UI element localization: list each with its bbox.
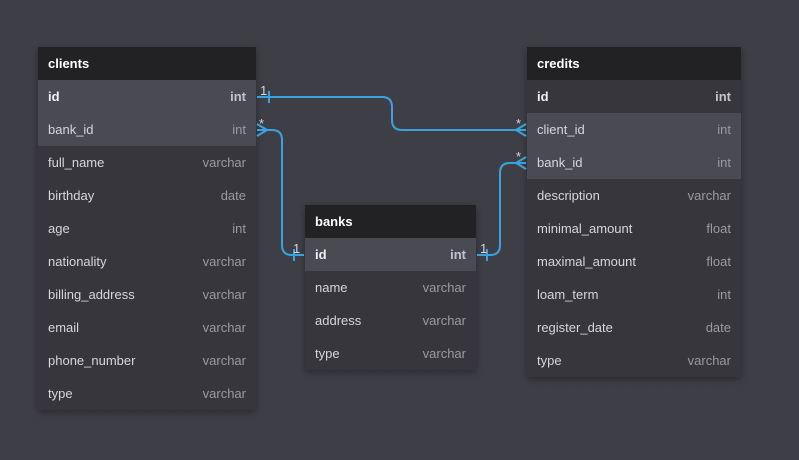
column-name: maximal_amount [537, 254, 636, 269]
column-type: int [715, 89, 731, 104]
column-type: varchar [687, 188, 731, 203]
column-row[interactable]: phone_number varchar [38, 344, 256, 377]
column-type: varchar [202, 320, 246, 335]
column-name: minimal_amount [537, 221, 633, 236]
column-name: birthday [48, 188, 95, 203]
column-type: varchar [687, 353, 731, 368]
column-row[interactable]: bank_id int [527, 146, 741, 179]
column-row[interactable]: id int [305, 238, 476, 271]
table-banks[interactable]: banks id int name varchar address varchar t… [305, 205, 476, 370]
crowfoot-marker [515, 156, 527, 170]
column-type: varchar [202, 386, 246, 401]
cardinality-label: * [259, 116, 264, 131]
column-type: int [717, 155, 731, 170]
column-name: email [48, 320, 80, 335]
column-type: int [232, 221, 246, 236]
column-row[interactable]: billing_address varchar [38, 278, 256, 311]
column-name: client_id [537, 122, 585, 137]
column-row[interactable]: type varchar [527, 344, 741, 377]
column-name: name [315, 280, 348, 295]
column-type: int [450, 247, 466, 262]
table-title[interactable]: clients [38, 47, 256, 80]
column-row[interactable]: name varchar [305, 271, 476, 304]
column-type: float [706, 221, 731, 236]
column-row[interactable]: full_name varchar [38, 146, 256, 179]
column-name: register_date [537, 320, 613, 335]
crowfoot-marker [256, 123, 268, 137]
column-name: type [48, 386, 73, 401]
column-name: full_name [48, 155, 105, 170]
column-type: int [230, 89, 246, 104]
cardinality-label: 1 [480, 241, 487, 256]
column-type: varchar [422, 346, 466, 361]
column-name: type [537, 353, 562, 368]
column-type: varchar [202, 287, 246, 302]
column-type: varchar [422, 280, 466, 295]
link-clients-credits [257, 96, 526, 131]
crowfoot-marker [515, 123, 527, 137]
column-row[interactable]: birthday date [38, 179, 256, 212]
column-row[interactable]: register_date date [527, 311, 741, 344]
column-row[interactable]: id int [38, 80, 256, 113]
column-name: type [315, 346, 340, 361]
column-name: age [48, 221, 70, 236]
column-name: loam_term [537, 287, 599, 302]
link-banks-credits [477, 162, 526, 256]
cardinality-label: 1 [293, 241, 300, 256]
column-name: phone_number [48, 353, 136, 368]
column-row[interactable]: client_id int [527, 113, 741, 146]
column-type: date [220, 188, 246, 203]
column-row[interactable]: address varchar [305, 304, 476, 337]
column-type: float [706, 254, 731, 269]
column-row[interactable]: type varchar [38, 377, 256, 410]
column-row[interactable]: nationality varchar [38, 245, 256, 278]
column-name: address [315, 313, 362, 328]
table-title[interactable]: banks [305, 205, 476, 238]
column-row[interactable]: email varchar [38, 311, 256, 344]
column-type: varchar [202, 353, 246, 368]
column-name: id [537, 89, 549, 104]
column-name: id [315, 247, 327, 262]
column-row[interactable]: description varchar [527, 179, 741, 212]
column-type: int [232, 122, 246, 137]
cardinality-label: 1 [260, 83, 267, 98]
column-row[interactable]: age int [38, 212, 256, 245]
column-row[interactable]: type varchar [305, 337, 476, 370]
cardinality-label: * [516, 149, 521, 164]
column-row[interactable]: loam_term int [527, 278, 741, 311]
column-type: varchar [202, 155, 246, 170]
column-name: id [48, 89, 60, 104]
column-type: int [717, 287, 731, 302]
column-name: description [537, 188, 600, 203]
column-row[interactable]: id int [527, 80, 741, 113]
column-type: int [717, 122, 731, 137]
table-title[interactable]: credits [527, 47, 741, 80]
cardinality-label: * [516, 116, 521, 131]
column-row[interactable]: minimal_amount float [527, 212, 741, 245]
column-name: nationality [48, 254, 107, 269]
column-type: date [705, 320, 731, 335]
column-name: bank_id [48, 122, 94, 137]
column-name: billing_address [48, 287, 135, 302]
column-type: varchar [202, 254, 246, 269]
column-type: varchar [422, 313, 466, 328]
link-clients-banks [257, 129, 304, 256]
column-row[interactable]: bank_id int [38, 113, 256, 146]
column-name: bank_id [537, 155, 583, 170]
column-row[interactable]: maximal_amount float [527, 245, 741, 278]
